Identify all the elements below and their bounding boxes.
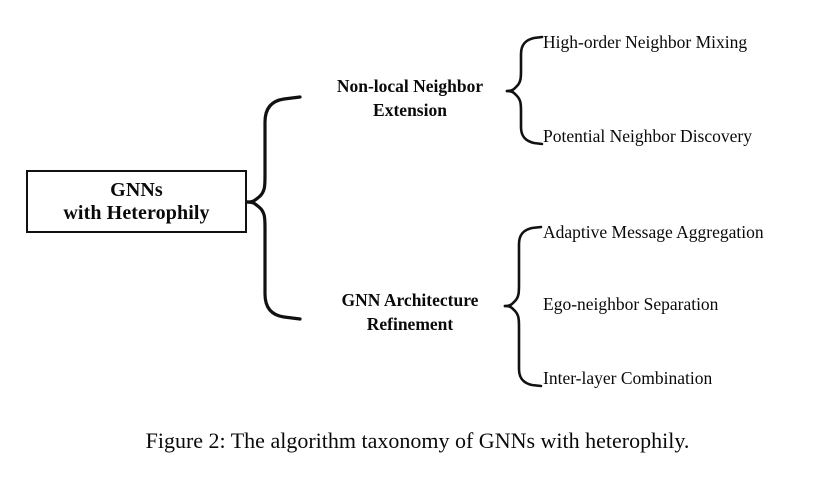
root-brace [245,95,302,204]
root-node-gnns-with-heterophily[interactable]: GNNs with Heterophily [26,170,247,233]
branch-0-line-2: Extension [373,100,447,121]
root-brace-lower [245,200,302,321]
branch-1-line-2: Refinement [366,314,454,335]
root-node-line-1: GNNs [110,179,163,202]
leaf-node-high-order-neighbor-mixing[interactable]: High-order Neighbor Mixing [543,32,748,52]
leaf-node-adaptive-message-aggregation[interactable]: Adaptive Message Aggregation [543,222,764,242]
branch-node-non-local-neighbor-extension[interactable]: Non-local Neighbor Extension [310,74,510,122]
branch-node-gnn-architecture-refinement[interactable]: GNN Architecture Refinement [310,288,510,336]
branch-brace-lower-lower [503,304,543,388]
leaf-node-potential-neighbor-discovery[interactable]: Potential Neighbor Discovery [543,126,752,146]
leaf-node-ego-neighbor-separation[interactable]: Ego-neighbor Separation [543,294,719,314]
branch-0-line-1: Non-local Neighbor [336,76,484,96]
branch-brace-upper-lower [505,89,544,146]
leaf-node-inter-layer-combination[interactable]: Inter-layer Combination [543,368,713,388]
branch-brace-upper [505,35,544,93]
branch-1-line-1: GNN Architecture [341,290,479,310]
branch-brace-lower [503,225,543,308]
root-node-line-2: with Heterophily [63,201,210,224]
figure-caption: Figure 2: The algorithm taxonomy of GNNs… [145,428,690,453]
